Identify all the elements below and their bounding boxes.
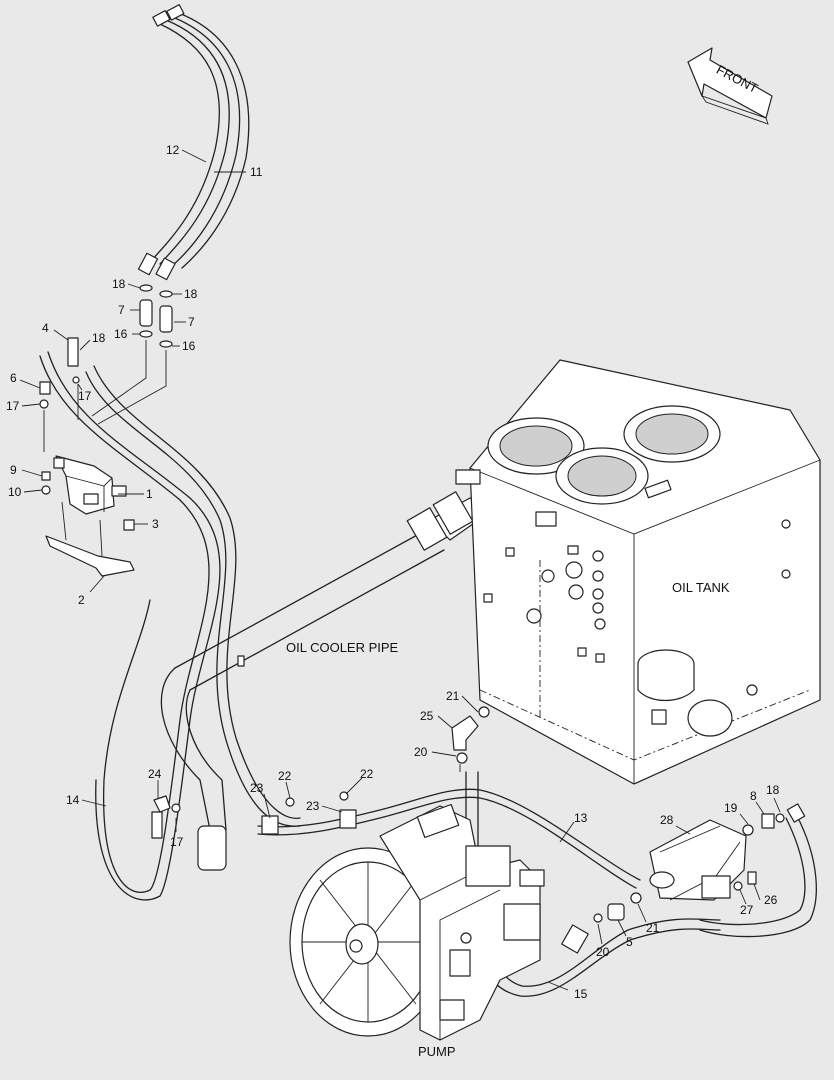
callout-3: 3 [152, 517, 159, 531]
callout-5: 5 [626, 935, 633, 949]
callout-21: 21 [646, 921, 660, 935]
main-pump: PUMP [289, 803, 545, 1059]
callout-19: 19 [724, 801, 738, 815]
callout-17: 17 [78, 389, 92, 403]
callout-28: 28 [660, 813, 674, 827]
pump-label: PUMP [418, 1044, 456, 1059]
callout-9: 9 [10, 463, 17, 477]
callout-23: 23 [250, 781, 264, 795]
callout-18: 18 [766, 783, 780, 797]
fitting-24 [153, 795, 181, 813]
callout-18: 18 [92, 331, 106, 345]
callout-21: 21 [446, 689, 460, 703]
hose-11-12 [137, 4, 250, 281]
oil-cooler-pipe-label: OIL COOLER PIPE [286, 640, 399, 655]
oil-tank-label: OIL TANK [672, 580, 730, 595]
callout-4: 4 [42, 321, 49, 335]
callout-17: 17 [170, 835, 184, 849]
callout-22: 22 [278, 769, 292, 783]
callout-7: 7 [118, 303, 125, 317]
valve-assembly [39, 337, 135, 577]
callout-18: 18 [112, 277, 126, 291]
leader-lines [19, 149, 781, 991]
callout-7: 7 [188, 315, 195, 329]
fitting-25 [451, 706, 490, 772]
callout-18: 18 [184, 287, 198, 301]
callout-8: 8 [750, 789, 757, 803]
callout-16: 16 [182, 339, 196, 353]
callout-12: 12 [166, 143, 180, 157]
front-arrow: FRONT [687, 47, 773, 125]
callout-1: 1 [146, 487, 153, 501]
callout-15: 15 [574, 987, 588, 1001]
callout-22: 22 [360, 767, 374, 781]
callouts: 12 11 18 18 7 7 16 16 4 18 6 17 17 9 10 … [6, 143, 780, 1001]
hose-14 [39, 351, 301, 901]
callout-24: 24 [148, 767, 162, 781]
callout-26: 26 [764, 893, 778, 907]
callout-14: 14 [66, 793, 80, 807]
callout-6: 6 [10, 371, 17, 385]
callout-11: 11 [250, 165, 263, 179]
callout-2: 2 [78, 593, 85, 607]
callout-16: 16 [114, 327, 128, 341]
callout-13: 13 [574, 811, 588, 825]
callout-27: 27 [740, 903, 754, 917]
callout-17: 17 [6, 399, 20, 413]
oil-tank: OIL TANK [455, 359, 821, 785]
gear-pump-28 [561, 813, 785, 954]
callout-23: 23 [306, 799, 320, 813]
callout-20: 20 [596, 945, 610, 959]
callout-10: 10 [8, 485, 22, 499]
fittings-7 [91, 284, 173, 425]
callout-25: 25 [420, 709, 434, 723]
callout-20: 20 [414, 745, 428, 759]
